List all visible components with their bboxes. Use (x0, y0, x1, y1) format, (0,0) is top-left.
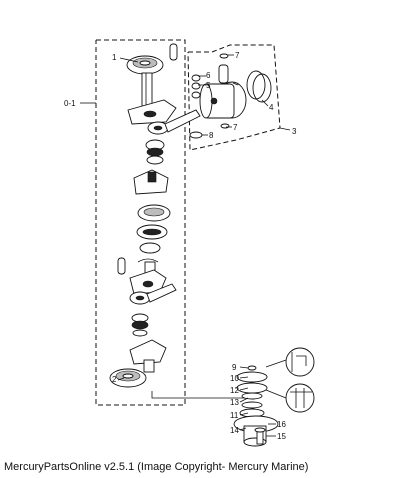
lower-seal-group-part (236, 365, 268, 418)
screw-part (254, 427, 266, 445)
callout-11: 11 (230, 411, 239, 420)
callout-7-top: 7 (235, 51, 240, 60)
callout-4: 4 (269, 103, 274, 112)
callout-15: 15 (277, 432, 286, 441)
wrist-pin-part (191, 64, 229, 99)
piston-rings-part (246, 70, 272, 103)
piston-part (199, 81, 247, 119)
callout-0-1: 0-1 (64, 99, 76, 108)
callout-14: 14 (230, 426, 239, 435)
center-bearing-part (136, 204, 171, 263)
piston-group-outline (187, 44, 281, 151)
upper-bearing-part (126, 55, 164, 75)
crankshaft-group-outline (95, 39, 186, 406)
callout-10: 10 (230, 374, 239, 383)
callout-3: 3 (292, 127, 297, 136)
callout-8: 8 (209, 131, 214, 140)
crankshaft-bottom-part (129, 339, 167, 373)
retainer-parts (189, 53, 230, 139)
callout-6: 6 (206, 71, 211, 80)
connecting-rod-upper-part (147, 109, 201, 135)
lower-bearing-part (109, 368, 147, 388)
needle-bearings-lower-part (131, 313, 149, 337)
dowel-pin-part (169, 43, 178, 61)
crankshaft-middle-part (117, 257, 167, 295)
image-caption: MercuryPartsOnline v2.5.1 (Image Copyrig… (4, 461, 309, 473)
callout-12: 12 (230, 386, 239, 395)
callout-7-bottom: 7 (233, 123, 238, 132)
callout-2: 2 (112, 375, 117, 384)
needle-bearings-upper-part (145, 139, 165, 165)
crank-web-upper-part (133, 169, 169, 195)
callout-5: 5 (206, 81, 211, 90)
crankshaft-top-part (127, 72, 177, 125)
seal-detail-inset-upper (285, 347, 315, 377)
callout-16: 16 (277, 420, 286, 429)
connecting-rod-lower-part (129, 283, 177, 305)
seal-detail-inset-lower (285, 383, 315, 413)
callout-9: 9 (232, 363, 237, 372)
callout-13: 13 (230, 398, 239, 407)
callout-1: 1 (112, 53, 117, 62)
exploded-parts-diagram: 1 2 3 4 5 6 7 7 8 9 10 12 13 11 14 16 15… (64, 39, 315, 447)
